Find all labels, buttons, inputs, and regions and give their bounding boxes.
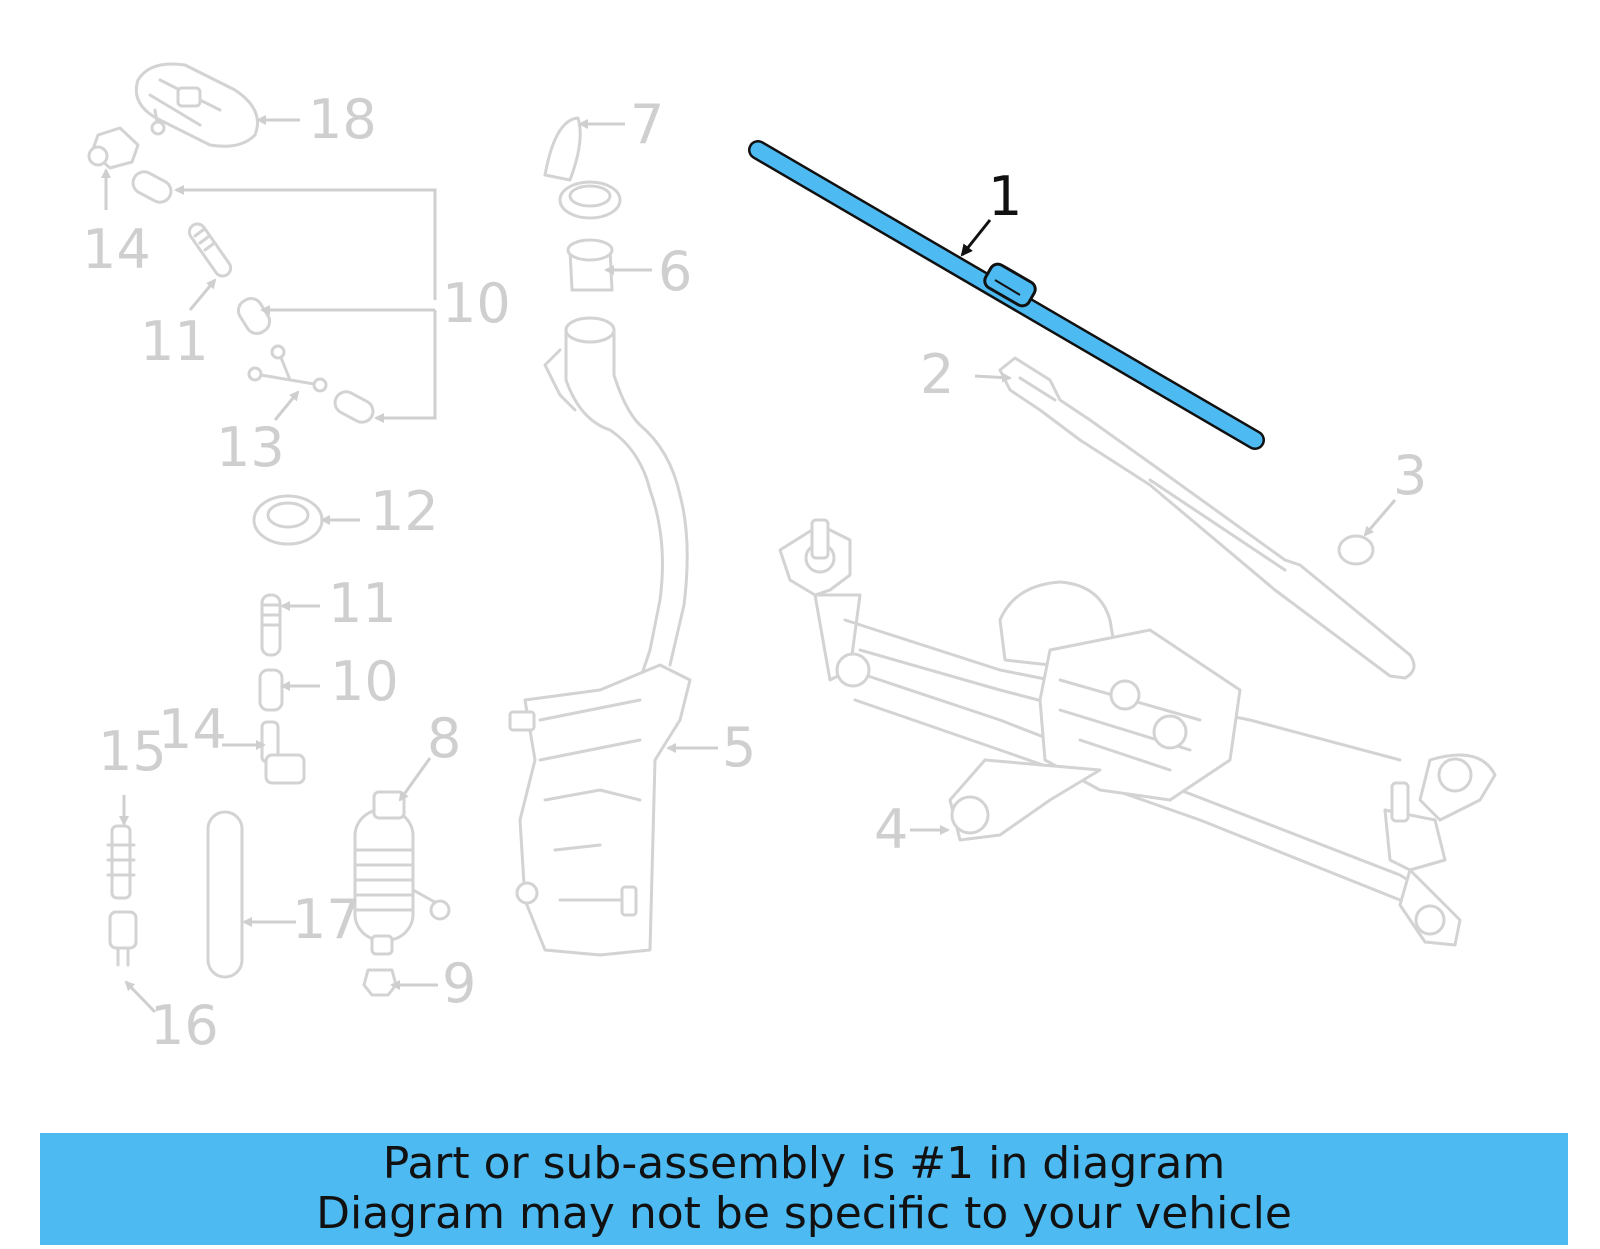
leader-lines <box>101 115 1397 1014</box>
part-9-grommet <box>362 968 398 997</box>
part-14-connector-top <box>87 126 140 170</box>
part-2-wiper-arm <box>998 356 1416 680</box>
callout-9: 9 <box>442 952 476 1015</box>
banner-part-note: Part or sub-assembly is #1 in diagram <box>382 1138 1226 1189</box>
callout-3: 3 <box>1393 444 1427 507</box>
callout-6: 6 <box>658 240 692 303</box>
callout-7: 7 <box>630 93 664 156</box>
callout-5: 5 <box>722 716 756 779</box>
callout-17: 17 <box>292 888 361 951</box>
part-17-tube <box>206 810 244 979</box>
callout-13: 13 <box>216 416 285 479</box>
callout-18: 18 <box>308 88 377 151</box>
part-1-wiper-blade <box>748 140 1265 450</box>
part-14-elbow-connector <box>260 720 306 785</box>
callout-1: 1 <box>988 165 1022 228</box>
part-12-grommet <box>252 494 324 546</box>
callout-14-mid: 14 <box>158 698 227 761</box>
info-banner: Part or sub-assembly is #1 in diagram Di… <box>40 1133 1568 1245</box>
callout-10-mid: 10 <box>330 650 399 713</box>
part-15-16-nozzle-connector <box>106 824 138 967</box>
parts-diagram: 1 2 3 4 5 6 7 8 9 10 10 11 11 12 13 14 1… <box>82 62 1497 1057</box>
callout-12: 12 <box>370 480 439 543</box>
callout-11-mid: 11 <box>328 572 397 635</box>
callout-2: 2 <box>920 343 954 406</box>
callout-16: 16 <box>150 994 219 1057</box>
banner-disclaimer: Diagram may not be specific to your vehi… <box>316 1188 1292 1239</box>
callout-8: 8 <box>427 707 461 770</box>
part-11-hose-top <box>187 222 233 278</box>
callout-11-top: 11 <box>140 310 209 373</box>
part-13-t-fitting <box>247 344 328 393</box>
callout-labels: 1 2 3 4 5 6 7 8 9 10 10 11 11 12 13 14 1… <box>82 88 1427 1057</box>
part-4-wiper-linkage <box>778 518 1497 947</box>
part-10-sleeve-mid <box>258 668 284 712</box>
part-3-cap <box>1337 534 1375 566</box>
callout-15: 15 <box>98 720 167 783</box>
part-5-washer-reservoir <box>508 316 692 957</box>
part-18-nozzle-housing <box>134 62 259 148</box>
part-7-filler-cap <box>543 116 622 220</box>
callout-14-top: 14 <box>82 218 151 281</box>
part-6-adapter <box>566 238 614 292</box>
part-10-hose-connectors <box>131 170 375 424</box>
callout-4: 4 <box>874 798 908 861</box>
callout-10-top: 10 <box>442 272 511 335</box>
part-8-washer-pump <box>353 790 451 956</box>
part-11-hose-mid <box>260 593 282 657</box>
